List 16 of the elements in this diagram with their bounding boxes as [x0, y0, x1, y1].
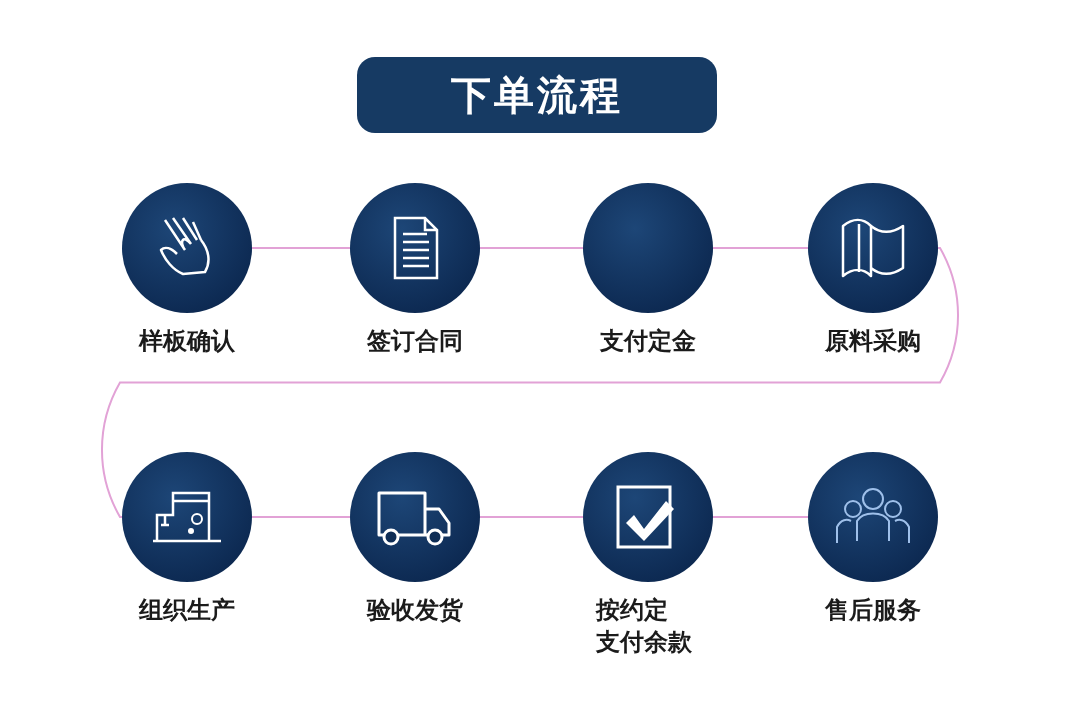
connector-line: [712, 516, 809, 518]
connector-line: [251, 516, 351, 518]
step-label: 验收发货: [365, 595, 464, 626]
connector-line: [479, 247, 584, 249]
title-banner: 下单流程: [357, 57, 717, 133]
step-label: 组织生产: [137, 595, 236, 626]
step-label: 样板确认: [137, 326, 236, 357]
step-label: 售后服务: [824, 595, 922, 626]
step-label: 签订合同: [366, 326, 464, 357]
connector-line: [479, 516, 584, 518]
connector-line: [101, 247, 959, 518]
connector-line: [712, 247, 809, 249]
connector-line: [251, 247, 351, 249]
step-label: 原料采购: [824, 326, 922, 357]
step-label: 支付定金: [599, 326, 697, 357]
step-label: 按约定支付余款: [596, 596, 692, 656]
